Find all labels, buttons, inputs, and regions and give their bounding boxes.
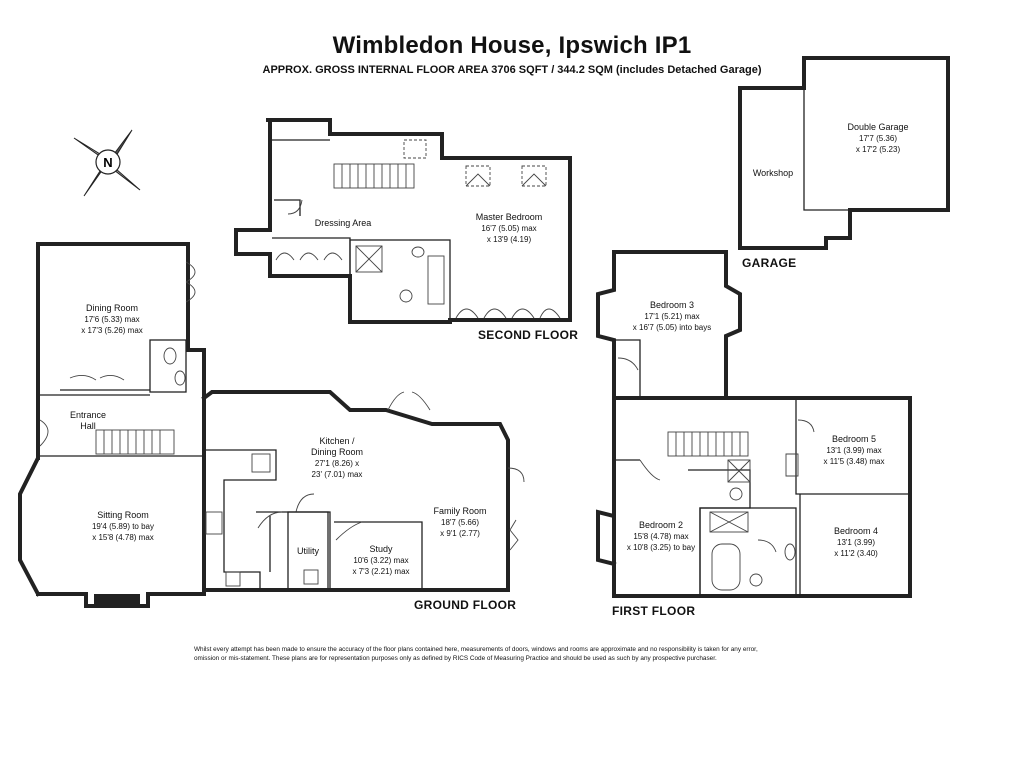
room-label-kitchen: Kitchen / Dining Room 27'1 (8.26) x 23' …	[310, 436, 364, 479]
room-label-dressing: Dressing Area	[314, 218, 372, 228]
first-floor-label: FIRST FLOOR	[612, 604, 696, 618]
second-floor-plan	[234, 118, 572, 324]
room-label-bedroom-2: Bedroom 2 15'8 (4.78) max x 10'8 (3.25) …	[626, 520, 696, 552]
room-label-sitting: Sitting Room 19'4 (5.89) to bay x 15'8 (…	[91, 510, 154, 542]
room-label-bedroom-5: Bedroom 5 13'1 (3.99) max x 11'5 (3.48) …	[823, 434, 885, 466]
room-label-bedroom-4: Bedroom 4 13'1 (3.99) x 11'2 (3.40)	[833, 526, 879, 558]
disclaimer-text: Whilst every attempt has been made to en…	[194, 646, 758, 662]
first-floor-plan	[596, 250, 912, 598]
second-floor-label: SECOND FLOOR	[478, 328, 579, 342]
room-label-family: Family Room 18'7 (5.66) x 9'1 (2.77)	[433, 506, 487, 538]
ground-floor-label: GROUND FLOOR	[414, 598, 517, 612]
room-label-entrance-hall: Entrance Hall	[69, 410, 107, 431]
ground-floor-plan	[18, 242, 525, 608]
floor-area-subtitle: APPROX. GROSS INTERNAL FLOOR AREA 3706 S…	[262, 64, 762, 76]
room-label-double-garage: Double Garage 17'7 (5.36) x 17'2 (5.23)	[847, 122, 909, 154]
room-label-workshop: Workshop	[752, 168, 794, 178]
room-label-utility: Utility	[297, 546, 319, 556]
room-label-bedroom-3: Bedroom 3 17'1 (5.21) max x 16'7 (5.05) …	[632, 300, 712, 332]
garage-label: GARAGE	[742, 256, 797, 270]
compass-rose-icon: N	[73, 129, 141, 197]
compass-letter: N	[103, 155, 112, 170]
plan-title: Wimbledon House, Ipswich IP1	[332, 32, 692, 59]
room-label-master: Master Bedroom 16'7 (5.05) max x 13'9 (4…	[475, 212, 543, 244]
garage-plan	[738, 56, 950, 250]
room-label-dining: Dining Room 17'6 (5.33) max x 17'3 (5.26…	[81, 303, 143, 335]
room-label-study: Study 10'6 (3.22) max x 7'3 (2.21) max	[352, 544, 410, 576]
